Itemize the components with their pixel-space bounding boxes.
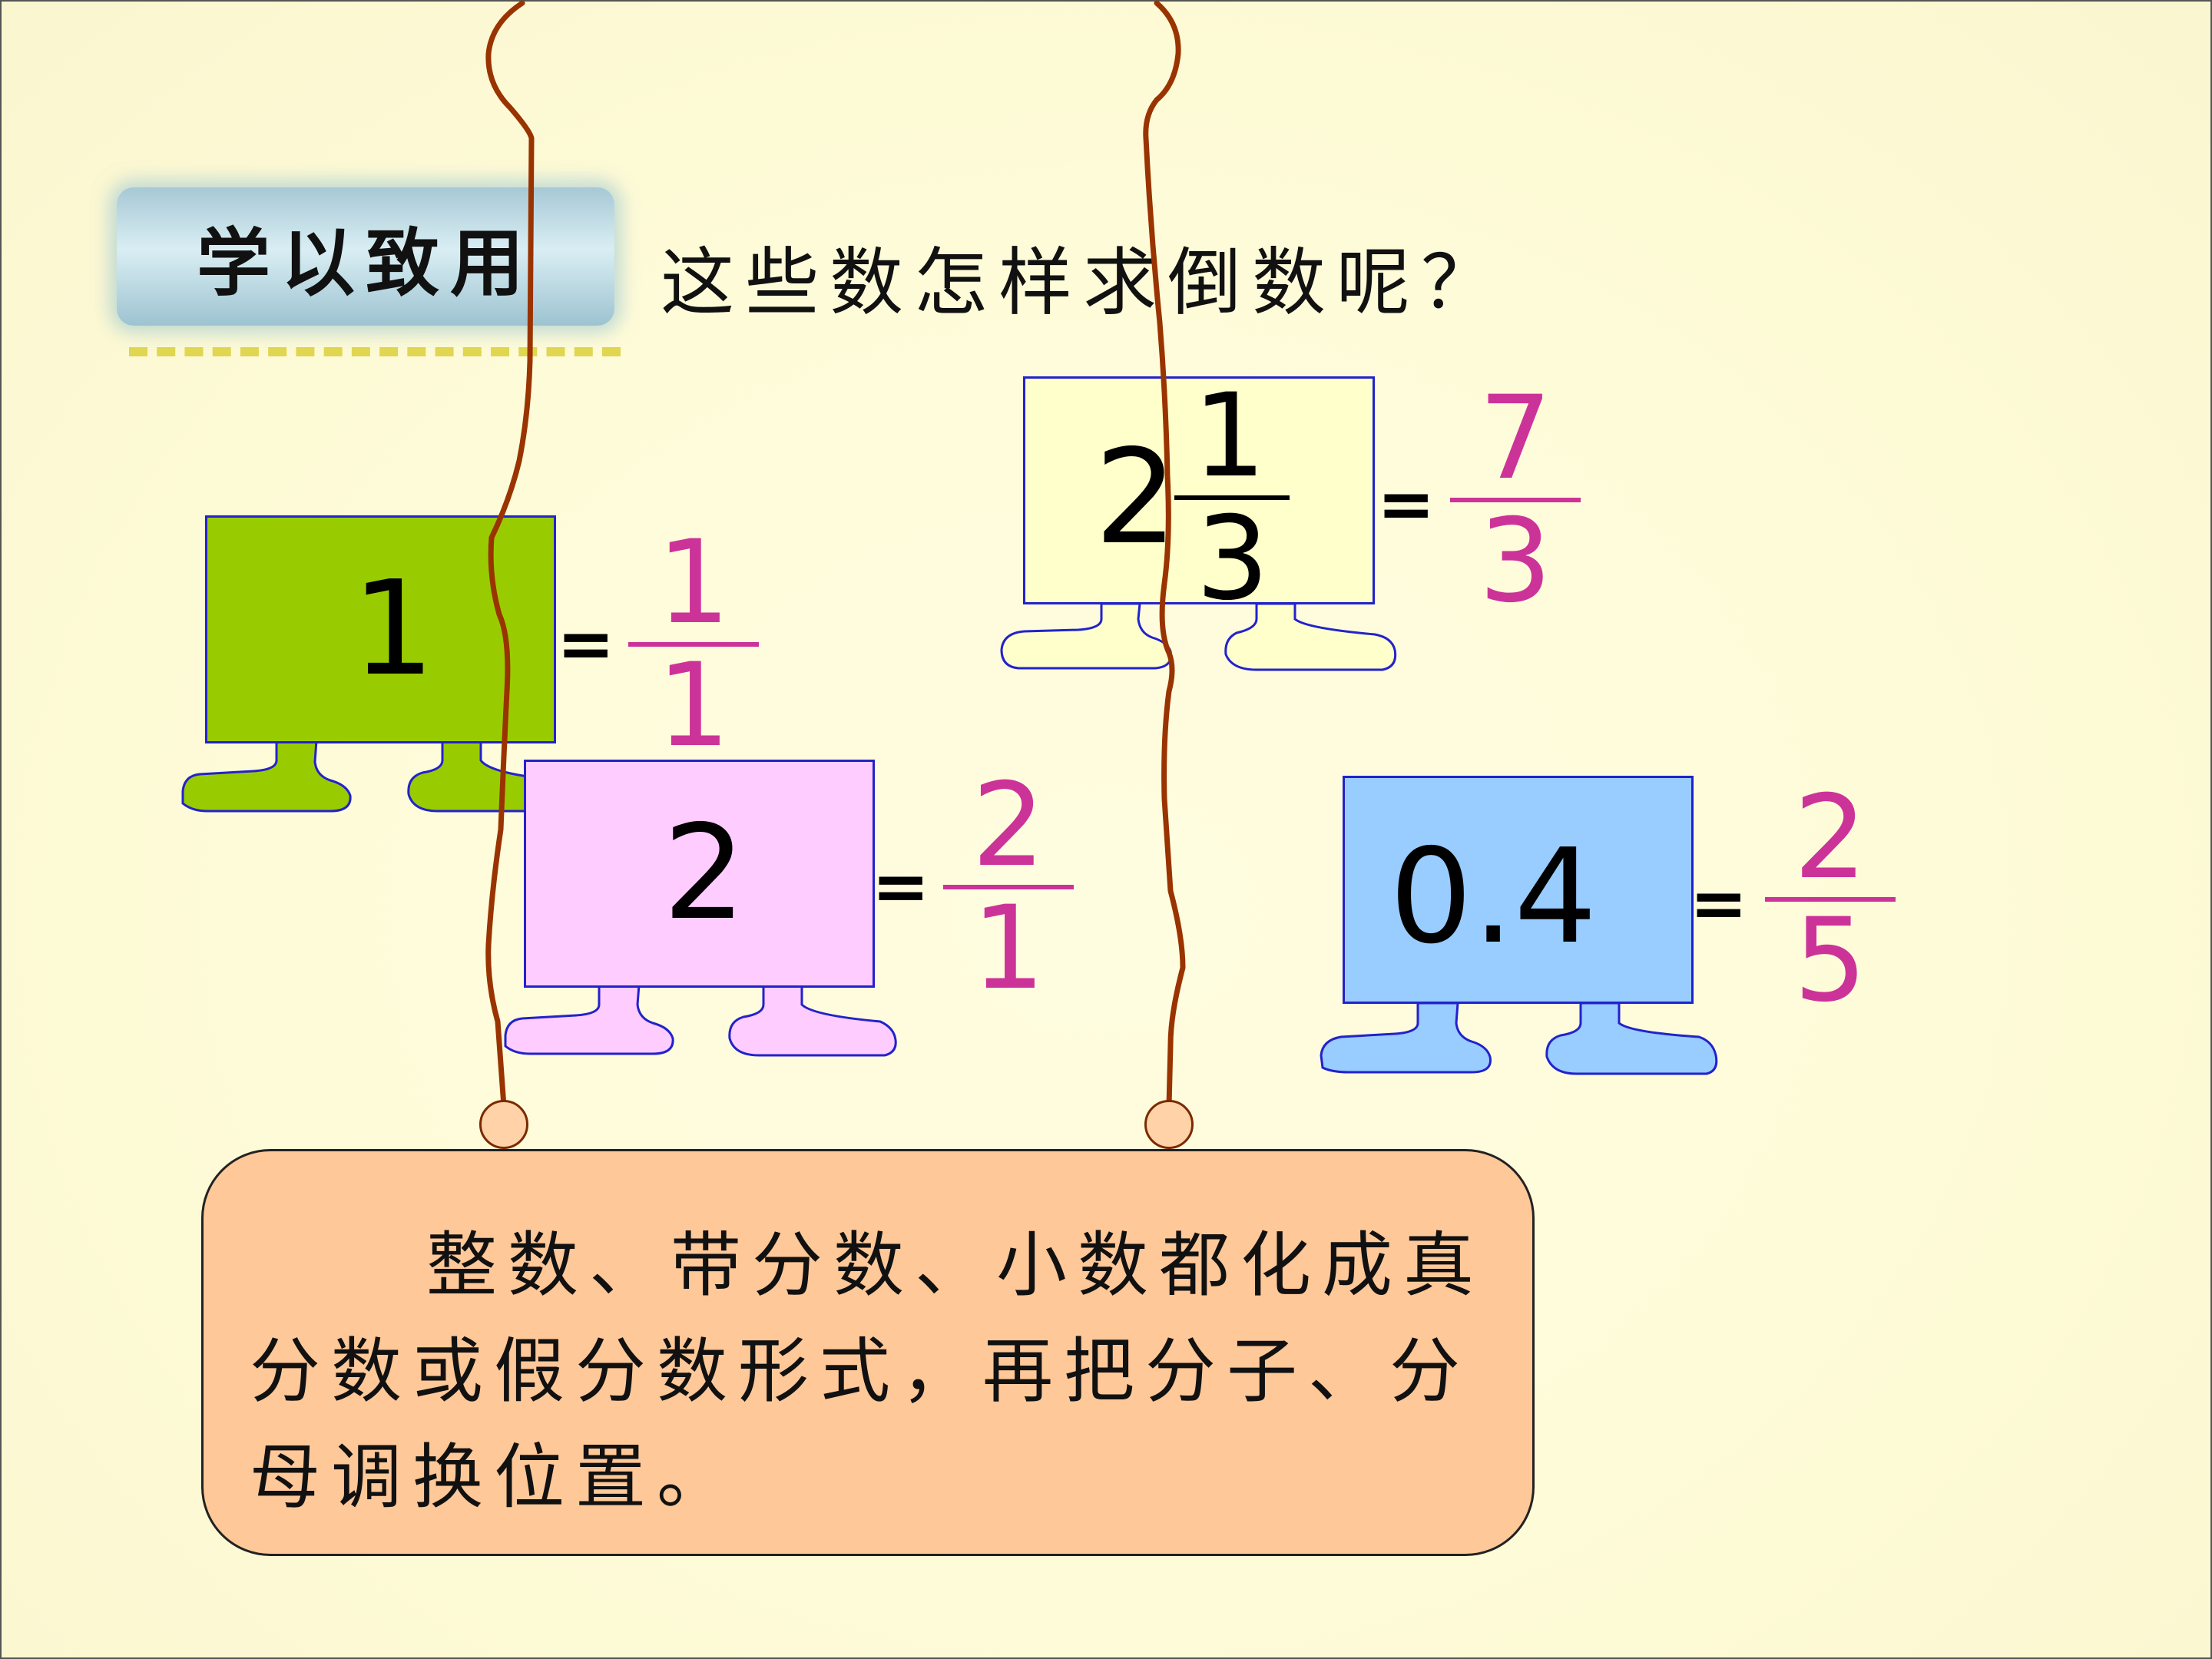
reciprocal-denominator: 1	[972, 882, 1045, 1015]
reciprocal-denominator: 5	[1793, 894, 1867, 1028]
right-rope	[1143, 0, 1186, 1109]
card-integer-2: 2	[524, 760, 875, 988]
fraction-bar	[628, 642, 759, 647]
left-hanging-ring	[479, 1100, 528, 1149]
dashed-underline	[129, 347, 621, 356]
card-number: 0.4	[1389, 821, 1598, 973]
mixed-fraction-bar	[1174, 495, 1290, 500]
banner-label: 学以致用	[197, 219, 535, 306]
card-number: 1	[352, 553, 435, 705]
equals-sign: =	[557, 604, 615, 684]
blue-card-feet	[1320, 1002, 1718, 1075]
reciprocal-fraction-decimal: 2 5	[1765, 780, 1896, 1018]
pink-card-feet	[504, 983, 897, 1057]
reciprocal-numerator: 1	[657, 516, 730, 650]
green-card-feet	[181, 739, 550, 813]
reciprocal-fraction-1: 1 1	[628, 525, 759, 763]
mixed-denominator: 3	[1196, 492, 1270, 626]
fraction-bar	[1765, 897, 1896, 902]
equals-sign: =	[1690, 863, 1748, 944]
yellow-card-feet	[1000, 602, 1397, 671]
left-rope	[485, 0, 535, 1109]
summary-box: 整数、带分数、小数都化成真分数或假分数形式，再把分子、分母调换位置。	[201, 1149, 1535, 1556]
reciprocal-fraction-mixed: 7 3	[1450, 381, 1581, 619]
question-text: 这些数怎样求倒数呢？	[661, 240, 1505, 326]
card-decimal: 0.4	[1343, 776, 1694, 1004]
reciprocal-fraction-2: 2 1	[943, 768, 1074, 1006]
right-hanging-ring	[1144, 1100, 1194, 1149]
equals-sign: =	[1377, 464, 1435, 545]
reciprocal-numerator: 2	[1793, 771, 1867, 905]
fraction-bar	[1450, 498, 1581, 502]
equals-sign: =	[872, 846, 930, 927]
mixed-numerator: 1	[1193, 369, 1267, 503]
card-integer-1: 1	[205, 515, 556, 743]
reciprocal-numerator: 2	[972, 759, 1045, 892]
fraction-bar	[943, 885, 1074, 889]
card-mixed-number: 2 1 3	[1023, 369, 1375, 617]
summary-text: 整数、带分数、小数都化成真分数或假分数形式，再把分子、分母调换位置。	[250, 1224, 1485, 1518]
reciprocal-numerator: 7	[1479, 372, 1552, 505]
card-number: 2	[663, 797, 747, 949]
reciprocal-denominator: 1	[657, 639, 730, 773]
mixed-whole: 2	[1094, 422, 1178, 574]
reciprocal-denominator: 3	[1479, 495, 1552, 628]
